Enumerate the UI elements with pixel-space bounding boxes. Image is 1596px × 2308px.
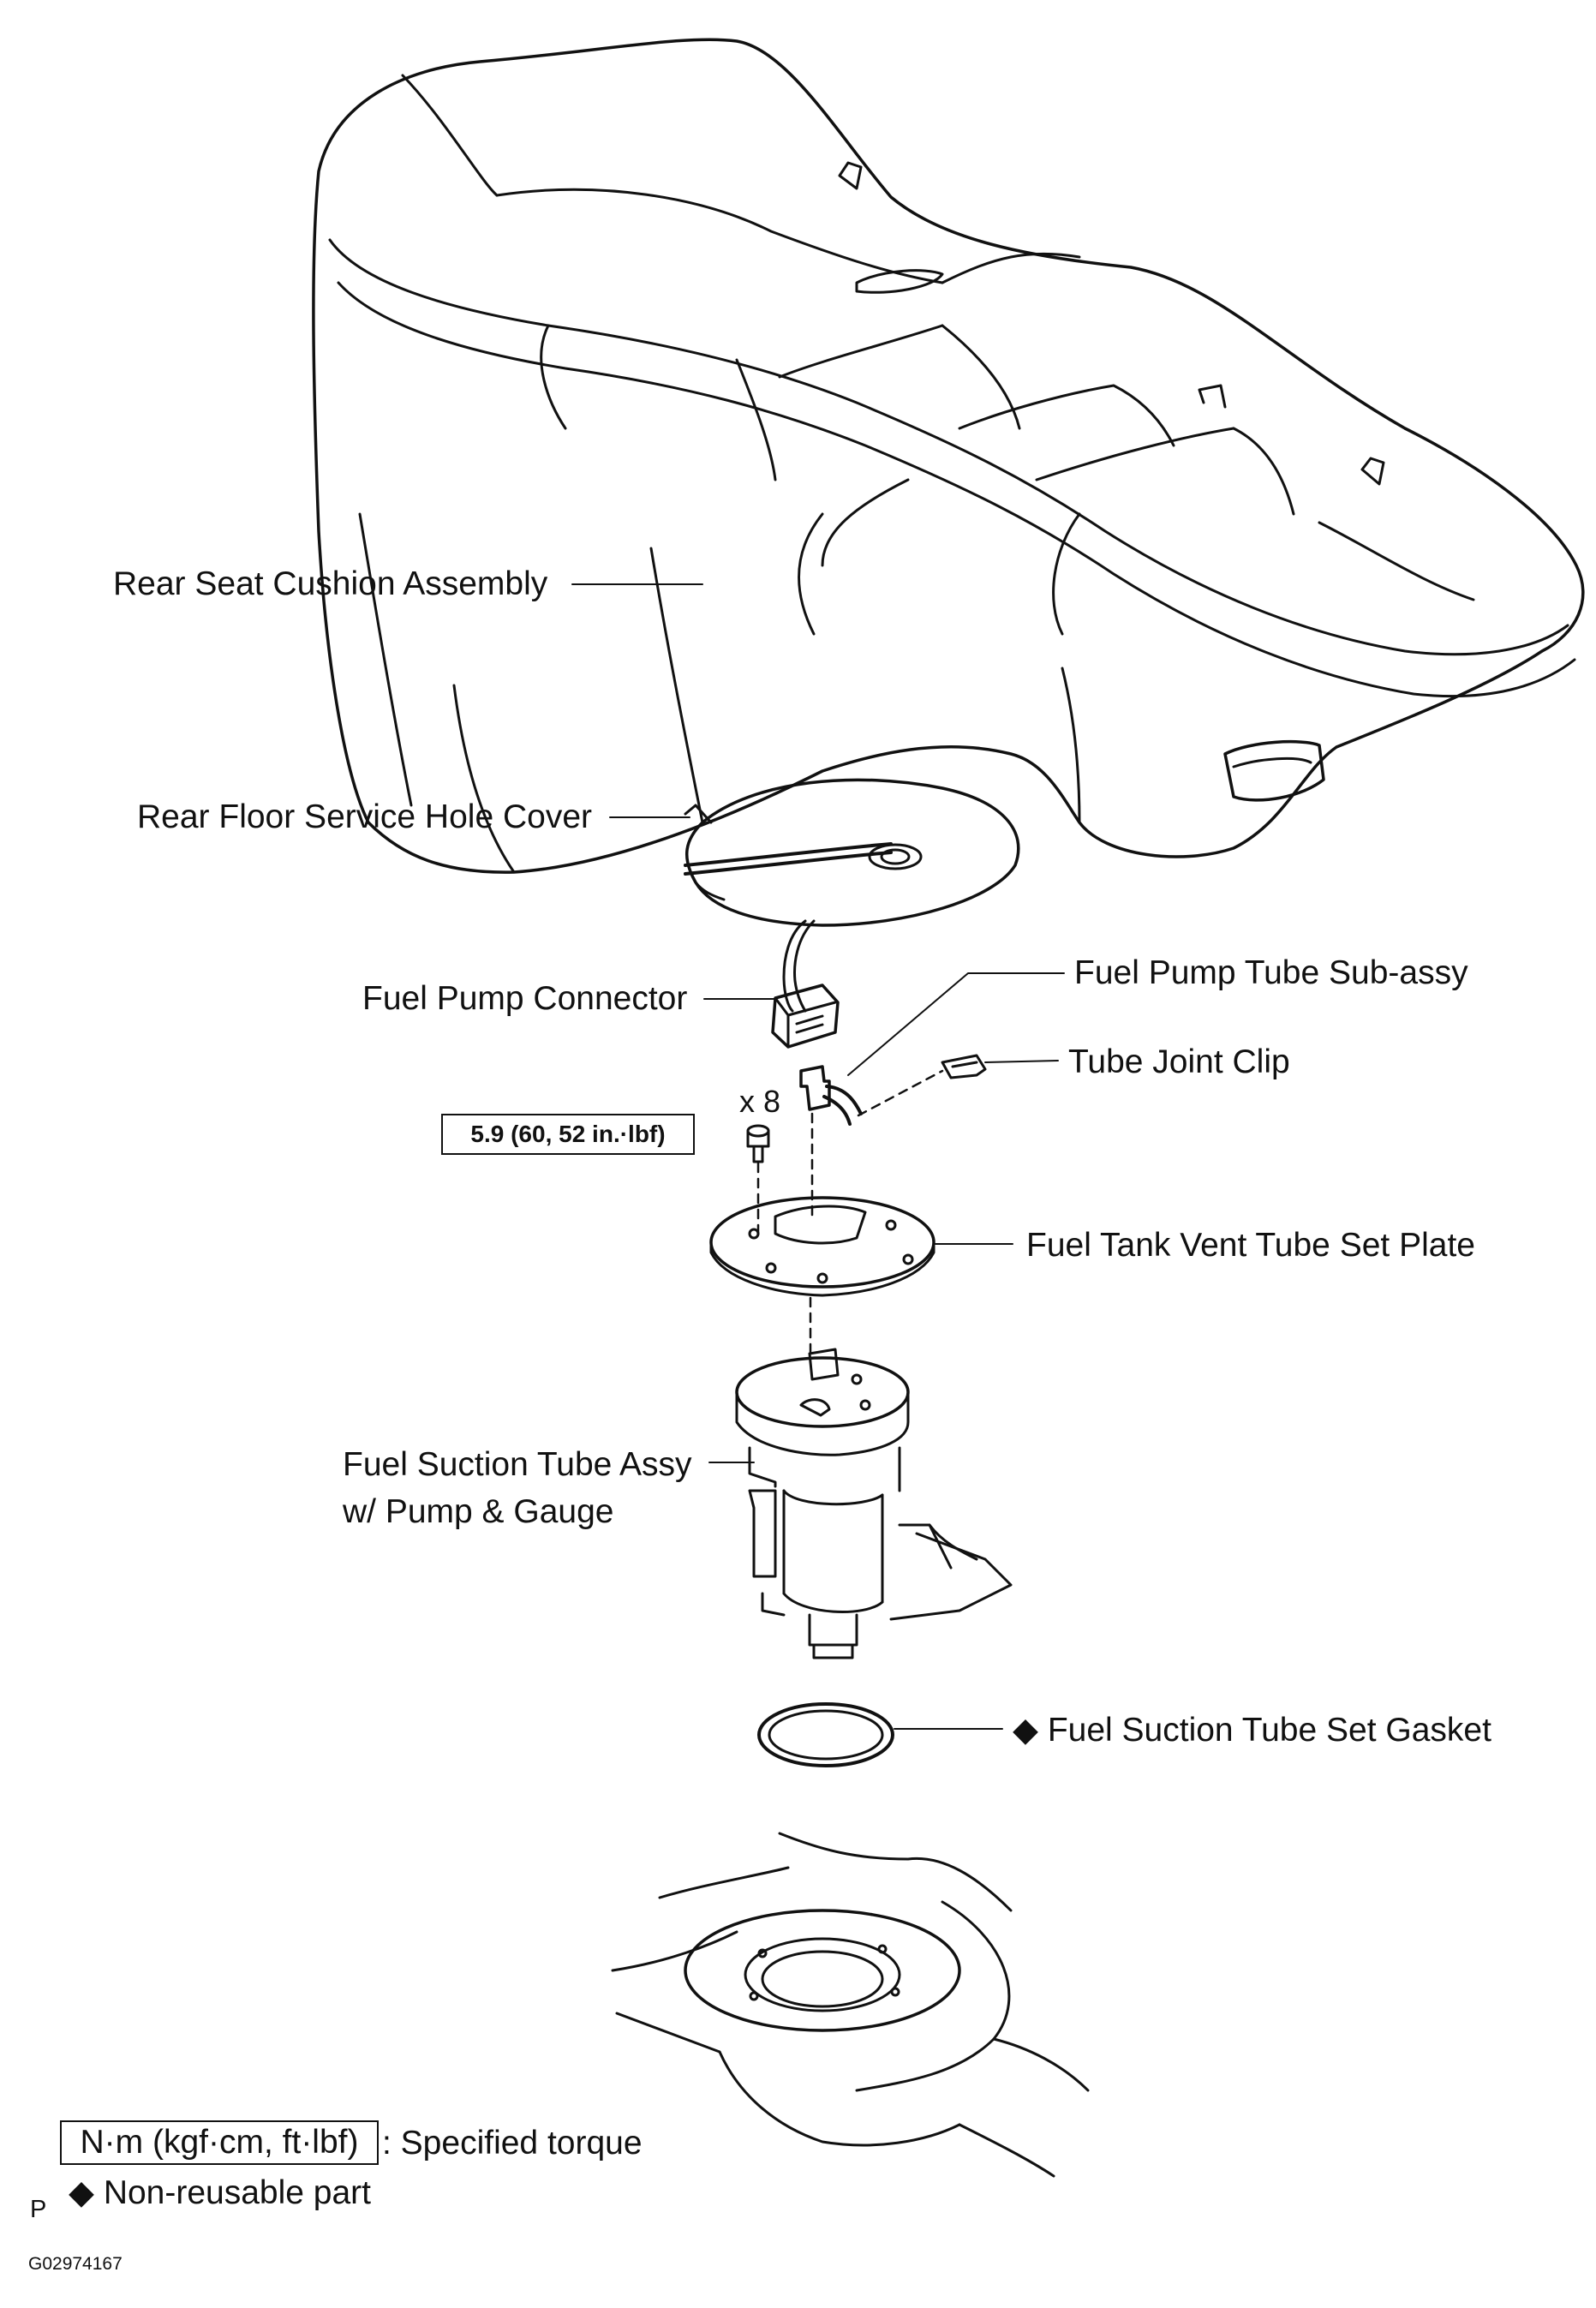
torque-spec-box: 5.9 (60, 52 in.·lbf) [441, 1114, 695, 1155]
legend-prefix: P [30, 2196, 47, 2223]
rear-seat-cushion [312, 38, 1585, 874]
fuel-pump-connector-label: Fuel Pump Connector [362, 980, 688, 1017]
torque-spec-value: 5.9 (60, 52 in.·lbf) [470, 1121, 666, 1147]
suction-tube-assy-label-line1: Fuel Suction Tube Assy [343, 1446, 692, 1483]
suction-tube-gasket [757, 1702, 894, 1767]
service-hole-cover-label: Rear Floor Service Hole Cover [137, 798, 593, 835]
legend-torque-text: : Specified torque [382, 2125, 643, 2162]
legend-torque-unit-box: N·m (kgf·cm, ft·lbf) [60, 2120, 379, 2165]
fuel-pump-tube [799, 1065, 863, 1126]
vent-tube-set-plate [709, 1196, 935, 1297]
fuel-tank-opening [611, 1832, 1090, 2178]
legend-torque-unit: N·m (kgf·cm, ft·lbf) [80, 2124, 359, 2161]
tube-joint-clip [941, 1054, 987, 1079]
suction-tube-assy-label-line2: w/ Pump & Gauge [343, 1493, 614, 1530]
gasket-label: ◆ Fuel Suction Tube Set Gasket [1013, 1712, 1491, 1749]
legend-nonreusable-text: ◆ Non-reusable part [69, 2174, 371, 2211]
rear-seat-cushion-label: Rear Seat Cushion Assembly [113, 565, 548, 602]
fuel-suction-tube-assy [735, 1348, 1013, 1659]
leader-lines [571, 583, 1065, 1730]
tube-joint-clip-label: Tube Joint Clip [1068, 1043, 1290, 1080]
bolt-count-label: x 8 [739, 1084, 781, 1119]
fuel-pump-tube-label: Fuel Pump Tube Sub-assy [1074, 954, 1468, 991]
assembly-lines [756, 1069, 944, 1355]
figure-id: G02974167 [28, 2254, 123, 2274]
fuel-pump-connector [771, 984, 840, 1049]
service-hole-cover [684, 778, 1020, 1013]
bolt [746, 1124, 770, 1163]
vent-tube-plate-label: Fuel Tank Vent Tube Set Plate [1026, 1227, 1475, 1264]
